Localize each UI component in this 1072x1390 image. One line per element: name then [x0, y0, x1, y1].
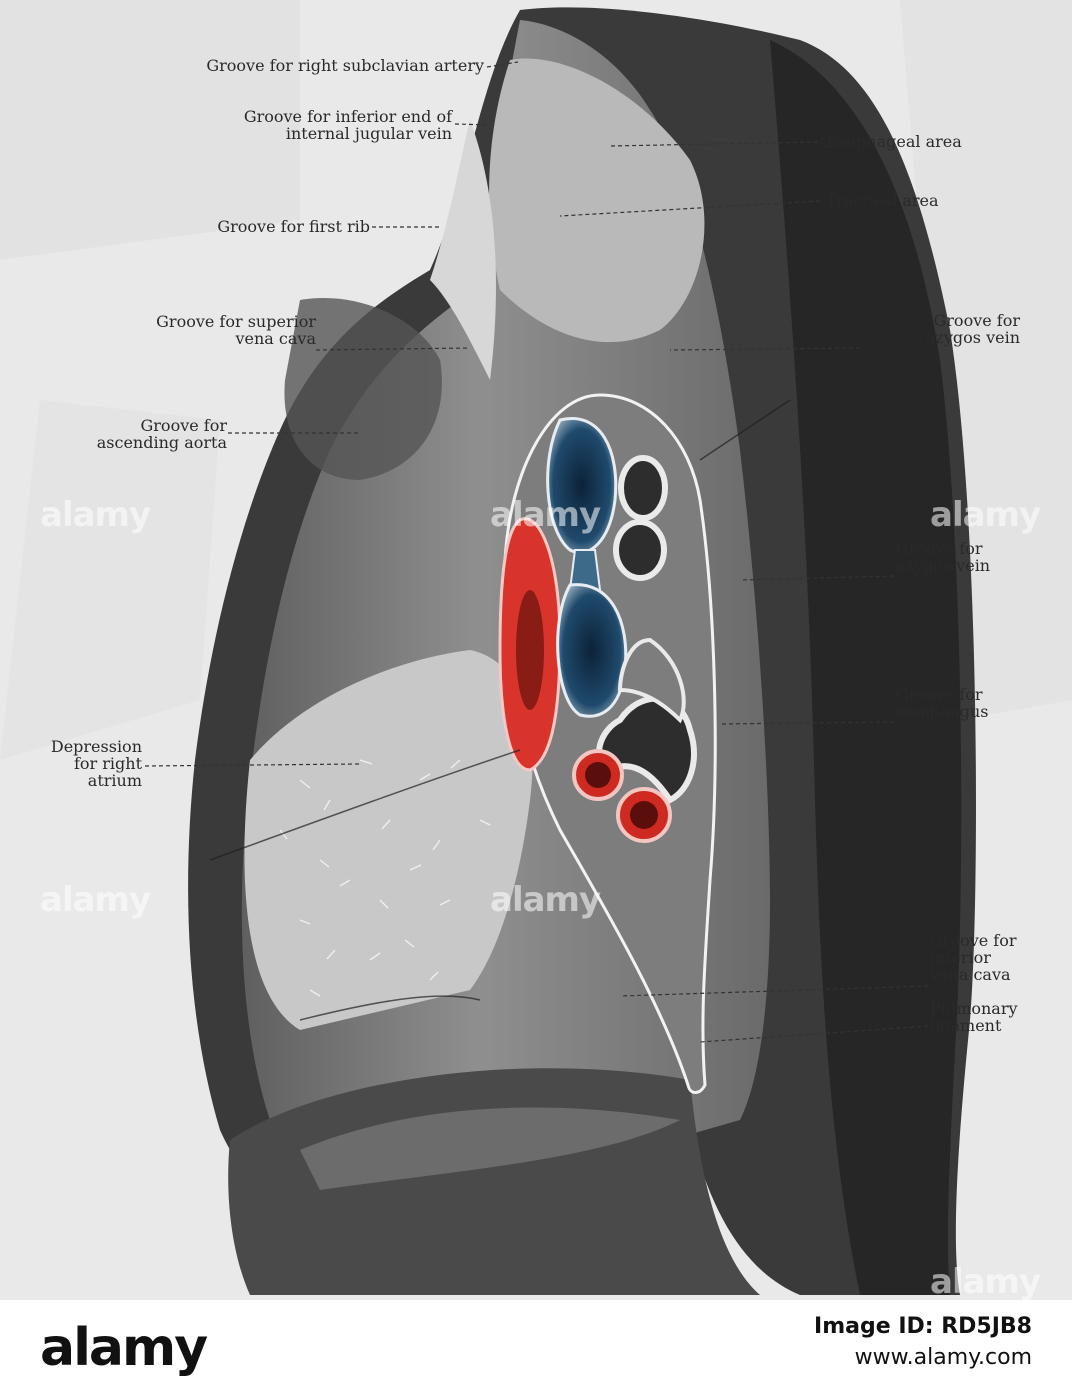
- tracheal-area-shape: [489, 58, 705, 343]
- label-ligament-line2: ligament: [930, 1016, 1002, 1035]
- base-highlight: [300, 1107, 680, 1190]
- surface-lines: [209, 399, 791, 1021]
- label-oesophagus-line1: Groove for: [896, 685, 983, 704]
- label-azygos-upper-line2: azygos vein: [925, 328, 1020, 347]
- label-pulmonary-ligament: Pulmonary ligament: [930, 1000, 1018, 1034]
- vein-oval-2: [613, 519, 667, 581]
- bronchus-upper-vessel: [546, 417, 618, 554]
- label-azygos-lower-line2: azygos vein: [896, 556, 991, 575]
- label-azygos-lower-line1: Groove for: [896, 539, 983, 558]
- label-azygos-vein-upper: Groove for azygos vein: [860, 312, 1020, 346]
- leader-lines: [144, 61, 929, 1043]
- label-azygos-vein-lower: Groove for azygos vein: [896, 540, 990, 574]
- svc-groove-shape: [430, 120, 496, 380]
- label-svc-line2: vena cava: [235, 329, 316, 348]
- atrium-depression-shape: [244, 650, 533, 1030]
- label-atrium-line2: for right: [73, 754, 142, 773]
- aorta-groove-shape: [284, 298, 442, 480]
- label-oesophageal-area: Œsophageal area: [820, 132, 962, 151]
- watermark-3: alamy: [930, 495, 1041, 535]
- hilum-vessels: [498, 417, 697, 843]
- label-ascending-aorta: Groove for ascending aorta: [97, 417, 227, 451]
- label-svc-line1: Groove for superior: [156, 312, 316, 331]
- image-id: Image ID: RD5JB8: [814, 1314, 1032, 1339]
- stock-footer: alamy Image ID: RD5JB8 www.alamy.com: [0, 1300, 1072, 1390]
- watermark-4: alamy: [40, 880, 151, 920]
- label-atrium-line1: Depression: [50, 737, 142, 756]
- vein-oval-1: [618, 455, 668, 521]
- site-url: www.alamy.com: [854, 1345, 1032, 1370]
- bronchus-lower-vessel: [556, 583, 628, 718]
- background-texture: [0, 0, 1072, 760]
- lung-posterior-border: [770, 40, 962, 1295]
- label-tracheal-area: Tracheal area: [826, 191, 939, 210]
- watermark-6: alamy: [930, 1262, 1041, 1300]
- label-oesophagus-line2: œsophagus: [896, 702, 989, 721]
- label-right-atrium: Depression for right atrium: [51, 738, 142, 789]
- label-aorta-line2: ascending aorta: [96, 433, 227, 452]
- label-oesophagus: Groove for œsophagus: [896, 686, 989, 720]
- image-meta: Image ID: RD5JB8 www.alamy.com: [814, 1314, 1032, 1370]
- label-azygos-upper-line1: Groove for: [933, 311, 1021, 330]
- label-ivc-line2: inferior: [930, 948, 991, 967]
- label-jugular-line1: Groove for inferior end of: [243, 107, 452, 126]
- label-inferior-vena-cava: Groove for inferior vena cava: [930, 932, 1017, 983]
- label-ligament-line1: Pulmonary: [930, 999, 1018, 1018]
- alamy-logo: alamy: [40, 1318, 208, 1378]
- watermark-5: alamy: [490, 880, 601, 920]
- watermark-1: alamy: [40, 495, 151, 535]
- atrium-speckle: [279, 759, 491, 997]
- figure-stage: alamy alamy alamy alamy alamy alamy Groo…: [0, 0, 1072, 1300]
- label-right-subclavian-artery: Groove for right subclavian artery: [206, 56, 484, 75]
- watermark-2: alamy: [490, 495, 601, 535]
- label-aorta-line1: Groove for: [140, 416, 228, 435]
- label-superior-vena-cava: Groove for superior vena cava: [156, 313, 316, 347]
- label-jugular-line2: internal jugular vein: [285, 124, 452, 143]
- label-ivc-line3: vena cava: [930, 965, 1011, 984]
- label-jugular-vein: Groove for inferior end of internal jugu…: [244, 108, 452, 142]
- label-ivc-line1: Groove for: [930, 931, 1017, 950]
- lung-illustration: [0, 0, 1072, 1296]
- label-first-rib: Groove for first rib: [217, 217, 370, 236]
- label-atrium-line3: atrium: [87, 771, 142, 790]
